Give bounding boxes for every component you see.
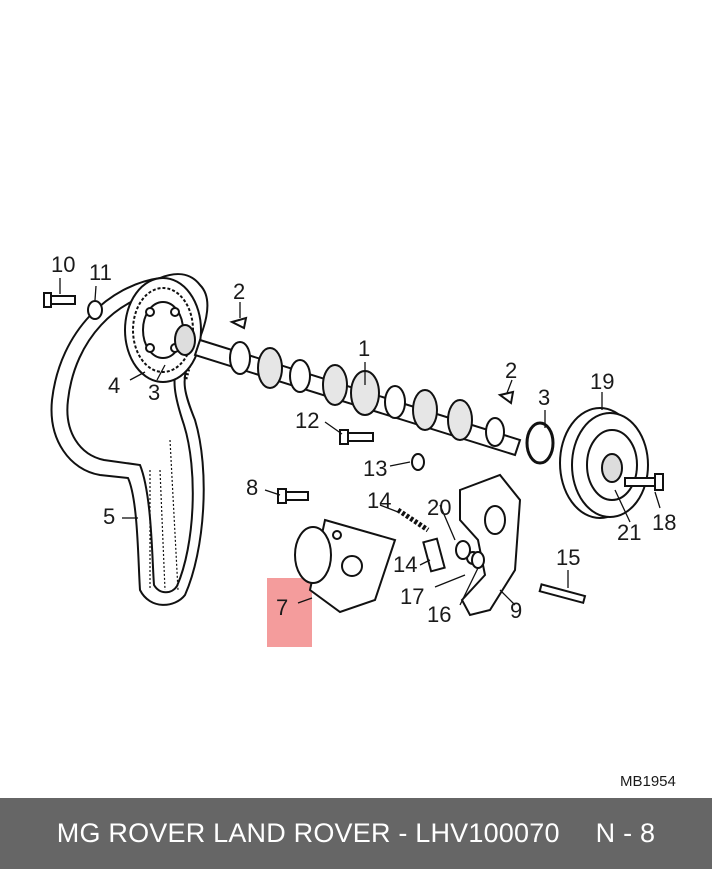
callout-18: 20 [427,495,451,520]
callout-14: 14 [393,552,417,577]
callout-8: 7 [276,595,288,620]
callout-3-right: 3 [538,385,550,410]
callout-7: 11 [89,260,112,285]
callout-10: 9 [510,598,522,623]
parts-exploded-diagram: 10 11 2 1 2 3 19 4 3 12 13 8 14 20 5 21 … [43,252,676,790]
callout-20: 18 [652,510,676,535]
part-number-text: MG ROVER LAND ROVER - LHV100070 [56,818,560,848]
footer-text: MG ROVER LAND ROVER - LHV100070 N - 8 [57,818,655,849]
position-text: N - 8 [595,818,656,848]
callout-15: 15 [556,545,580,570]
callout-6: 10 [51,252,75,277]
callout-11: 12 [295,408,319,433]
callout-9: 8 [246,475,258,500]
callout-19: 19 [590,369,614,394]
tensioner-bracket [294,518,397,614]
camshaft-sprocket [124,277,202,383]
callout-5: 5 [103,504,115,529]
callout-17: 17 [400,584,424,609]
tensioner-arm [459,473,522,617]
footer-bar: MG ROVER LAND ROVER - LHV100070 N - 8 [0,798,712,869]
leader-lines [59,278,661,606]
callouts: 10 11 2 1 2 3 19 4 3 12 13 8 14 20 5 21 … [51,252,676,790]
small-parts [43,292,587,605]
highlight-box [267,578,312,647]
pulley [559,407,649,519]
callout-16: 16 [427,602,451,627]
diagram-reference: MB1954 [620,773,676,790]
callout-2-left: 2 [233,279,245,304]
callout-4: 4 [108,373,120,398]
pulley-bolt [624,473,664,491]
callout-1: 1 [358,336,370,361]
oil-seal [525,421,555,465]
callout-3-left: 3 [148,380,160,405]
camshaft [193,338,522,457]
callout-13: 14 [367,488,391,513]
callout-12: 13 [363,456,387,481]
callout-2-right: 2 [505,358,517,383]
callout-21: 21 [617,520,641,545]
